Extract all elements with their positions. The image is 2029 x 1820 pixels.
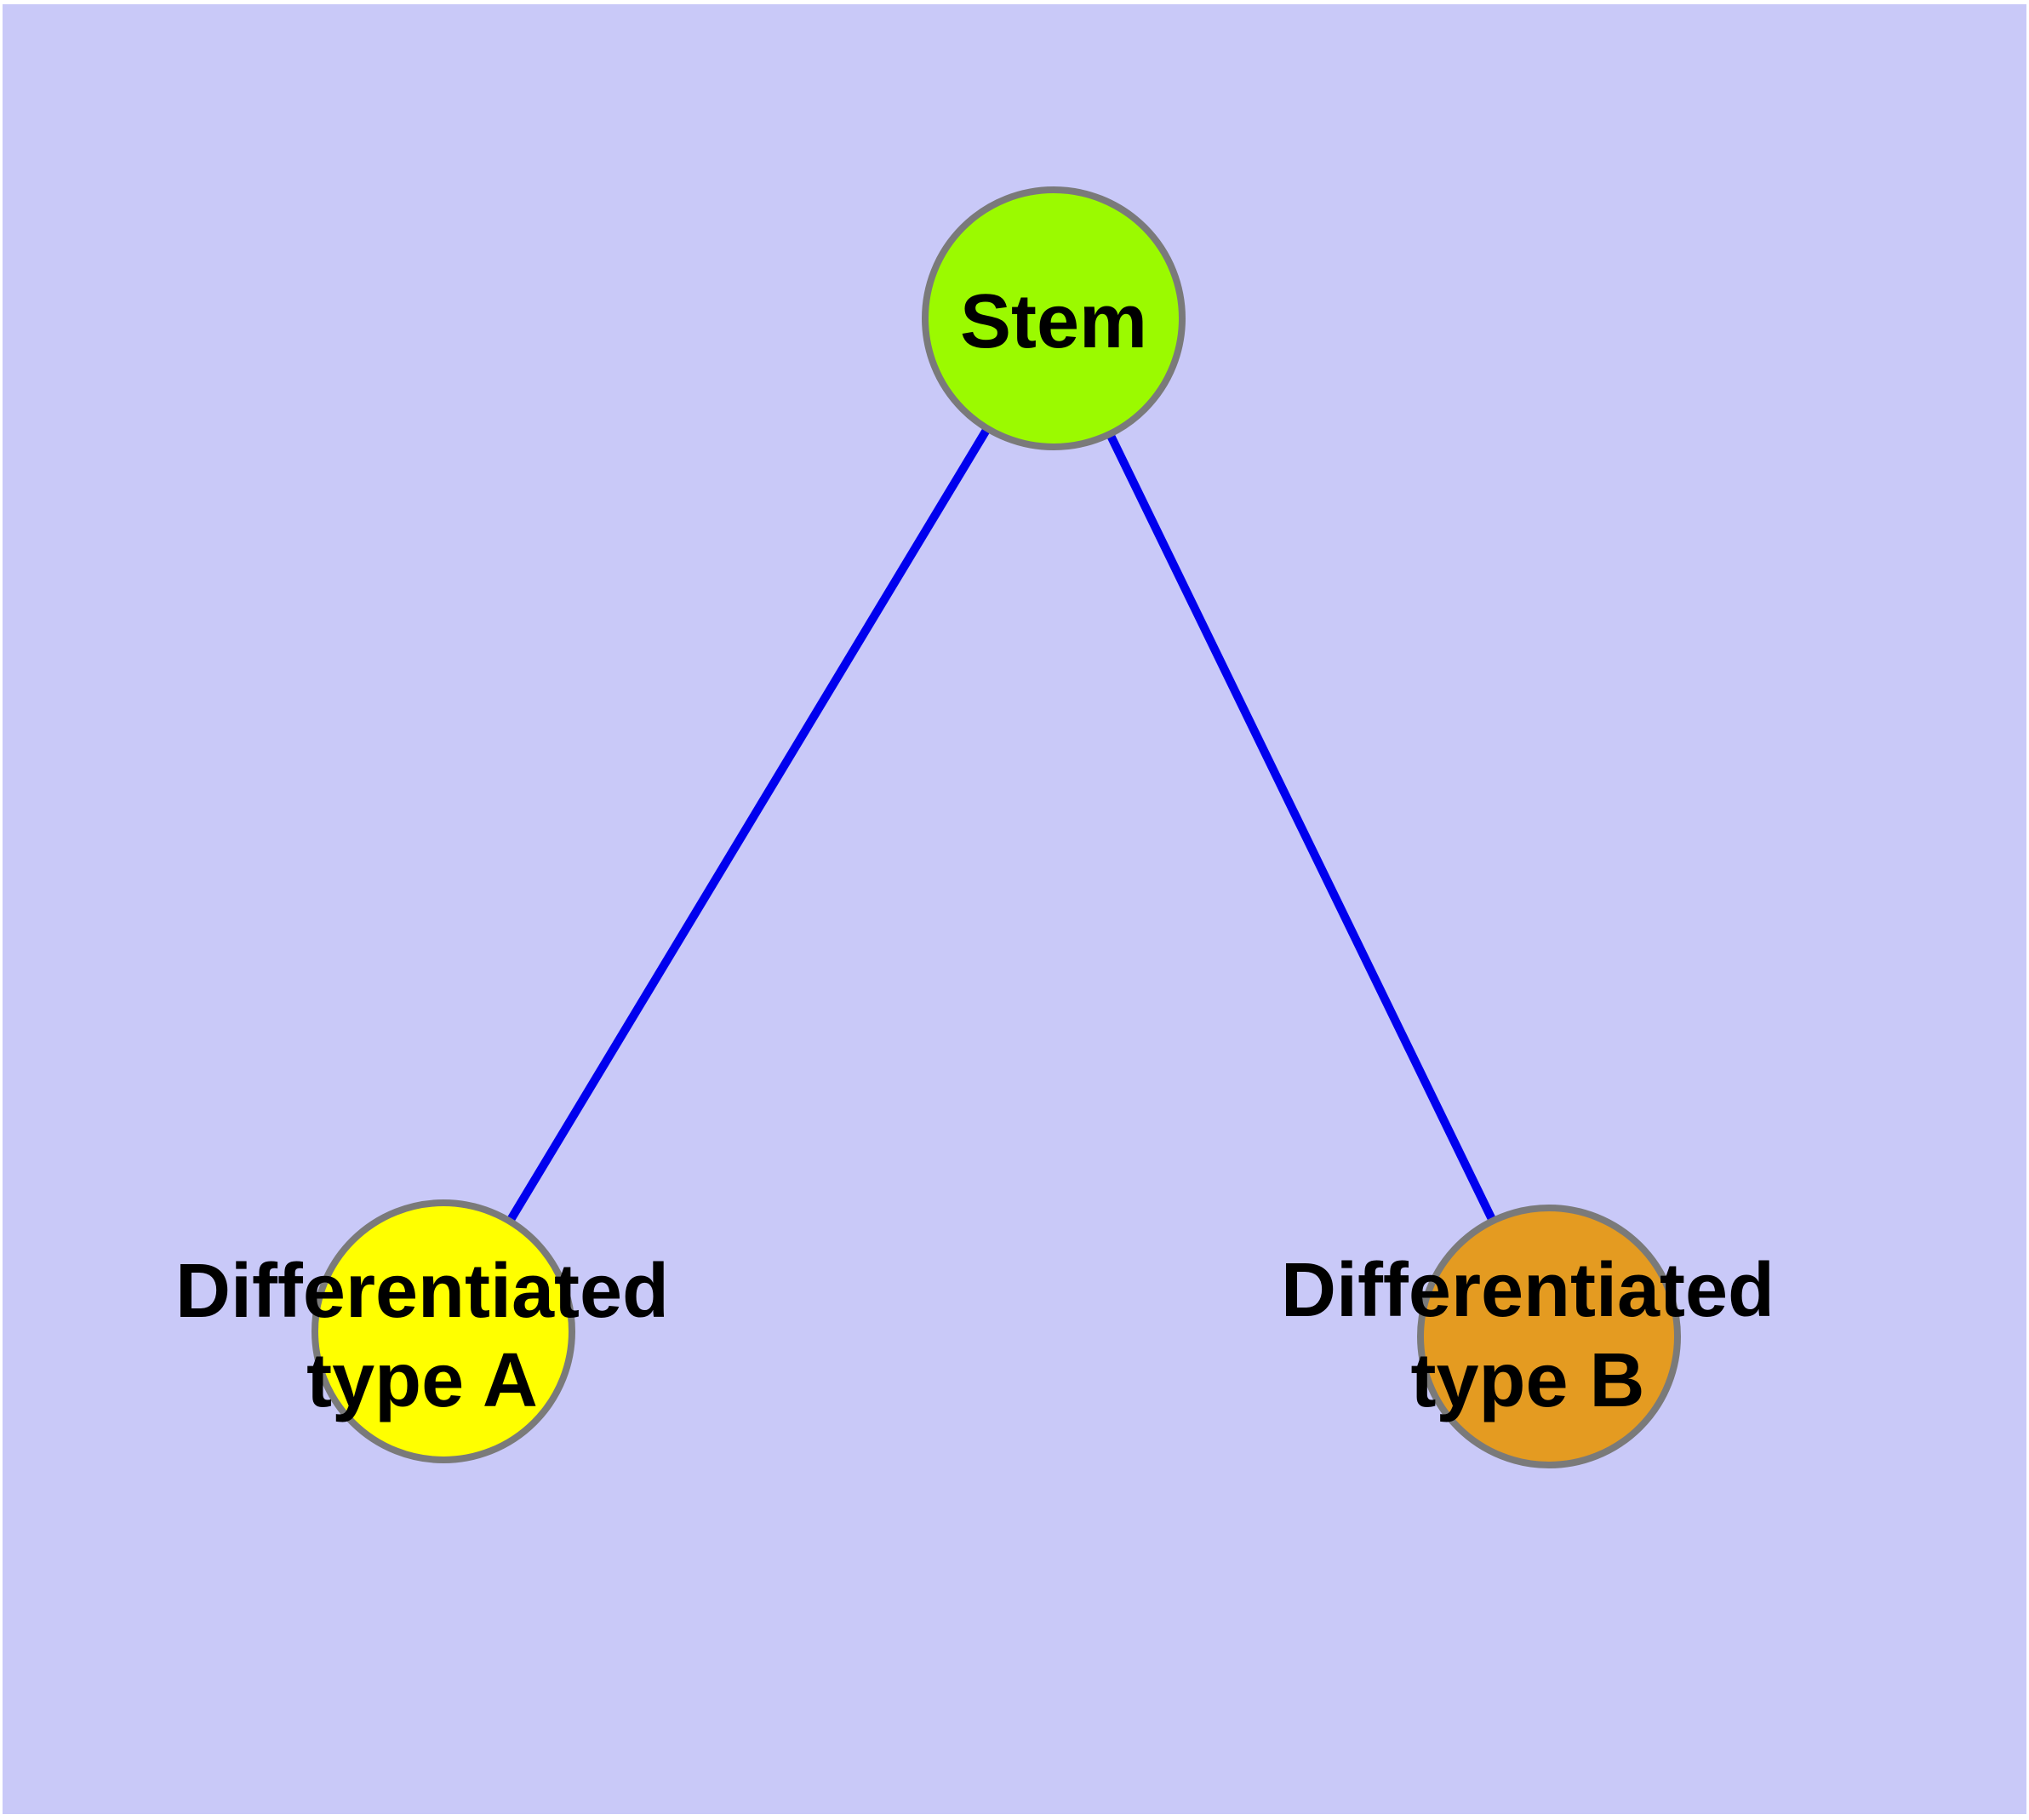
type-b-node-label-line2: type B (1410, 1338, 1644, 1423)
type-b-node-circle (1417, 1205, 1681, 1468)
type-b-node-label-line1: Differentiated (1281, 1248, 1775, 1333)
node-differentiated-type-a: Differentiated type A (175, 1199, 669, 1463)
edge-layer (439, 316, 1553, 1339)
stem-node-label: Stem (960, 279, 1147, 364)
type-a-node-label-line2: type A (306, 1338, 538, 1423)
node-stem: Stem (922, 186, 1186, 450)
edge-stem-to-type-b (1049, 316, 1553, 1339)
node-differentiated-type-b: Differentiated type B (1281, 1205, 1775, 1468)
edge-stem-to-type-a (439, 316, 1058, 1334)
type-a-node-label-line1: Differentiated (175, 1249, 669, 1334)
stem-node-circle (922, 186, 1186, 450)
type-a-node-circle (311, 1199, 575, 1463)
